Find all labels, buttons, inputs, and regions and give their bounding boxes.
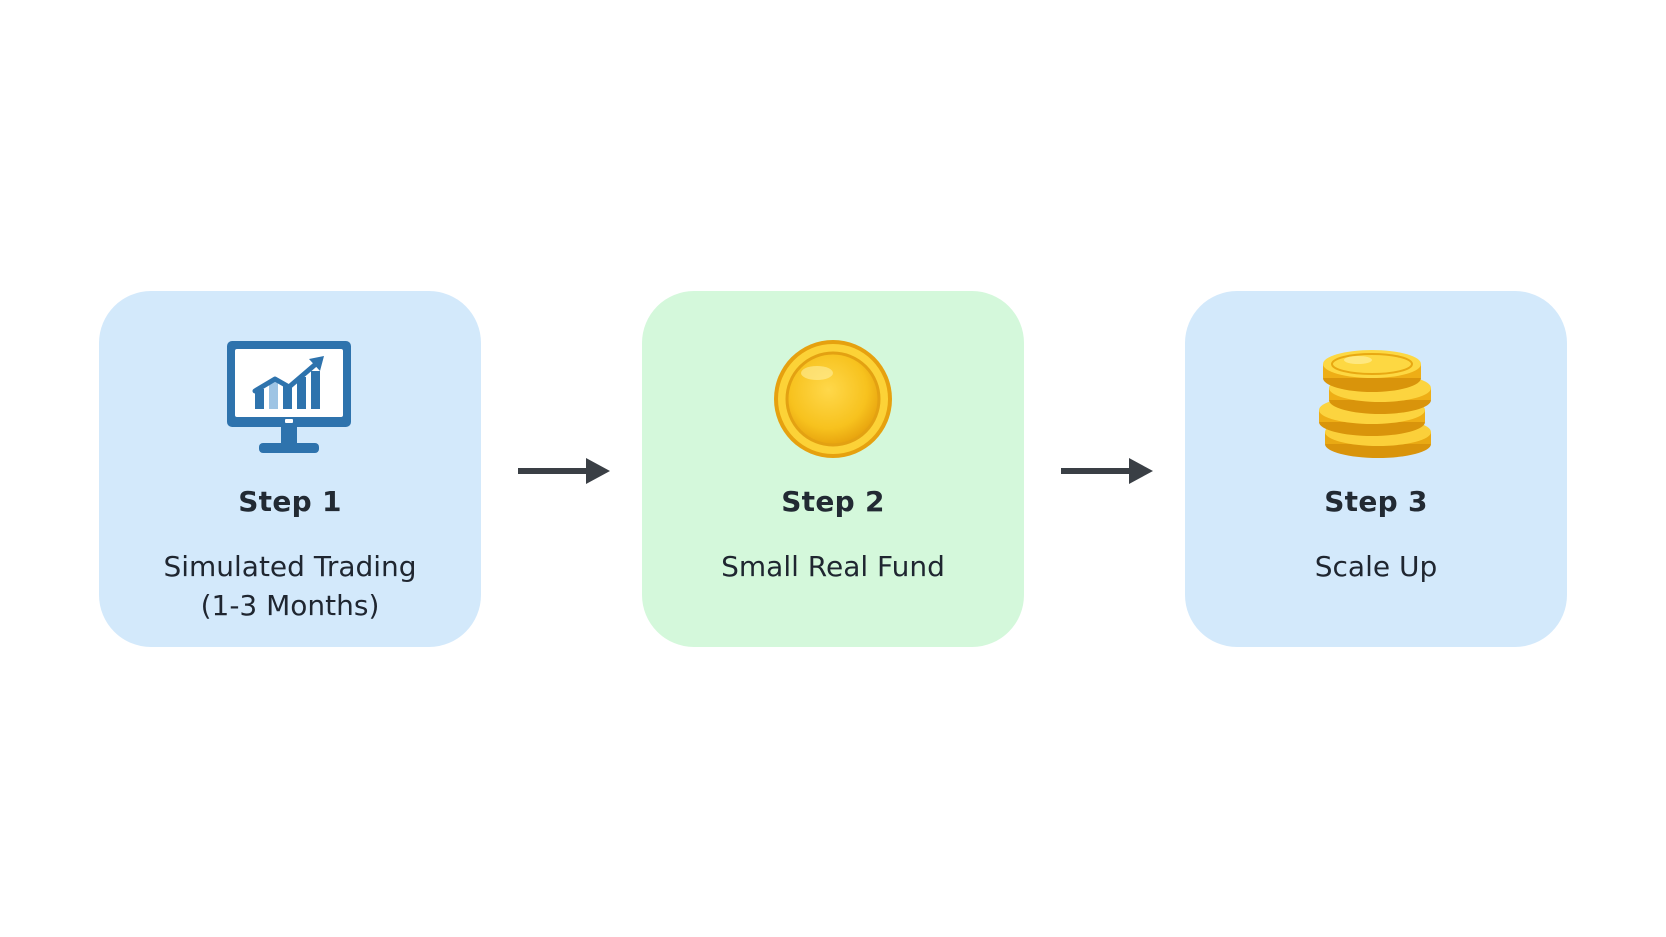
- gold-coin-icon: [768, 334, 898, 464]
- step-2-description: Small Real Fund: [721, 550, 945, 583]
- step-2-label: Step 2: [781, 485, 885, 518]
- step-3-label: Step 3: [1324, 485, 1428, 518]
- step-1-description: Simulated Trading (1-3 Months): [163, 550, 417, 622]
- arrow-right-icon: [1061, 458, 1153, 484]
- step-1-label: Step 1: [238, 485, 342, 518]
- coin-stack-icon: [1311, 334, 1441, 464]
- step-1-card: Step 1 Simulated Trading (1-3 Months): [99, 291, 481, 647]
- step-2-card: Step 2 Small Real Fund: [642, 291, 1024, 647]
- step-3-description: Scale Up: [1314, 550, 1438, 583]
- monitor-chart-icon: [225, 334, 355, 464]
- arrow-right-icon: [518, 458, 610, 484]
- step-3-card: Step 3 Scale Up: [1185, 291, 1567, 647]
